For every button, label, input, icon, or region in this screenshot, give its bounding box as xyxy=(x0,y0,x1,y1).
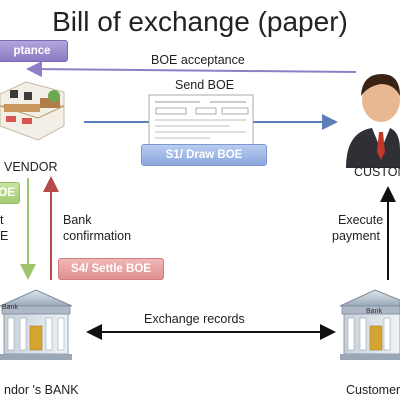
vendor-label: VENDOR xyxy=(4,160,58,174)
bank-confirmation-label-line1: Bank xyxy=(63,213,92,227)
vendor-bank-icon xyxy=(0,289,73,360)
customer-bank-sign: Bank xyxy=(366,308,382,315)
boe-document-icon xyxy=(148,94,254,146)
partial-label-e: E xyxy=(0,229,9,243)
customer-person-icon xyxy=(346,74,400,168)
vendor-bank-label: ndor 's BANK xyxy=(4,383,79,397)
execute-payment-label-line2: payment xyxy=(332,229,380,243)
customer-bank-icon xyxy=(339,289,400,360)
vendor-office-icon xyxy=(0,81,65,141)
diagram-title: Bill of exchange (paper) xyxy=(52,6,348,37)
exchange-records-label: Exchange records xyxy=(144,312,245,326)
vendor-bank-sign: Bank xyxy=(2,304,18,311)
customer-bank-label: Customer xyxy=(346,383,400,397)
boe-acceptance-arrow xyxy=(26,61,357,78)
bank-confirmation-label-line2: confirmation xyxy=(63,229,132,243)
acceptance-badge: ptance xyxy=(0,40,68,62)
customer-label: CUSTOM xyxy=(354,165,400,179)
draw-boe-badge: S1/ Draw BOE xyxy=(141,144,267,166)
boe-green-badge: OE xyxy=(0,182,20,204)
boe-acceptance-label: BOE acceptance xyxy=(151,53,245,67)
execute-payment-label-line1: Execute xyxy=(338,213,384,227)
send-boe-label: Send BOE xyxy=(175,78,235,92)
partial-label-t: t xyxy=(0,213,4,227)
settle-boe-badge: S4/ Settle BOE xyxy=(58,258,164,280)
